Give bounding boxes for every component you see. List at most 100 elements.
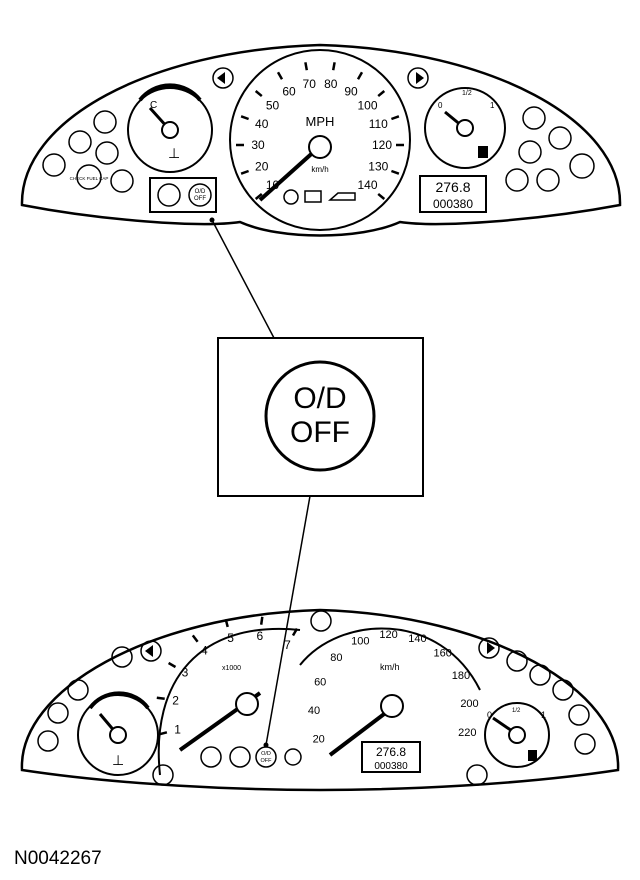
top-speedo-label: 70 (303, 77, 317, 91)
top-speedo-label: 100 (357, 98, 377, 112)
top-speedo-label: 140 (357, 178, 377, 192)
top-speedo-label: 110 (369, 117, 388, 131)
brake-bottom-icon (574, 733, 596, 755)
door-ajar-bottom-icon (111, 646, 133, 668)
check-fuel-cap-icon (76, 164, 102, 190)
low-fuel-icon (518, 140, 542, 164)
traction-control-bottom-icon (466, 764, 488, 786)
top-fuel-gauge: 0 1/2 1 (424, 87, 506, 169)
top-speedo-tick (304, 62, 309, 71)
bottom-odometer-trip: 276.8 (376, 745, 406, 759)
bottom-cruise-icon (200, 746, 222, 768)
tacho-label: 3 (182, 666, 189, 680)
bottom-speedo-label: 140 (408, 633, 426, 645)
bottom-speedo-label: 160 (434, 648, 452, 660)
bottom-shift-up-icon (229, 746, 251, 768)
callout-line2: OFF (290, 416, 350, 449)
tacho-tick (224, 618, 229, 628)
bottom-coolant-icon: ⊥ (112, 752, 124, 768)
abs-icon (95, 141, 119, 165)
coolant-temp-icon: ⊥ (168, 145, 180, 161)
top-speedo-tick (254, 90, 263, 98)
bottom-odometer: 276.8 000380 (361, 741, 421, 773)
bottom-speedo-label: 220 (458, 727, 476, 739)
top-temp-cold-mark: C (150, 100, 157, 111)
top-odometer: 276.8 000380 (419, 175, 487, 213)
bottom-speedo-label: 60 (314, 676, 326, 688)
bottom-od-off-lamp (255, 746, 277, 768)
top-odometer-trip: 276.8 (435, 179, 470, 195)
bottom-speedo-label: 20 (313, 734, 325, 746)
bottom-speedo-label: 80 (330, 652, 342, 664)
high-beam-icon (522, 106, 546, 130)
top-speedo-tick (377, 90, 386, 98)
fuel-pump-icon (478, 146, 488, 158)
bottom-left-turn-icon (140, 640, 162, 662)
high-beam-bottom-icon (310, 610, 332, 632)
tacho-tick (158, 731, 168, 736)
bottom-speedo-label: 40 (308, 705, 320, 717)
top-speedo-label: 20 (255, 159, 269, 173)
fog-lamp-icon (569, 153, 595, 179)
leader-line-top (211, 219, 275, 339)
bottom-cluster-housing (20, 608, 620, 792)
tacho-label: 6 (256, 629, 263, 643)
bottom-speedo-label: 100 (351, 636, 369, 648)
bottom-brake-icon (284, 748, 302, 766)
top-speedo-label: 10 (266, 178, 280, 192)
top-fuel-empty: 0 (438, 101, 443, 110)
check-engine-bottom-icon (37, 730, 59, 752)
oil-pressure-icon (328, 192, 356, 201)
leader-line-bottom (265, 495, 311, 746)
tacho-tick (191, 634, 199, 643)
cruise-control-icon (157, 183, 181, 207)
tacho-tick (167, 661, 177, 669)
top-speedo-tick (254, 192, 263, 200)
bottom-fuel-half: 1/2 (512, 708, 521, 714)
top-speedo-label: 90 (344, 85, 358, 99)
top-speedo-label: 120 (372, 138, 392, 152)
top-od-lamp-line1: O/D (195, 189, 206, 195)
top-speedo-tick (240, 169, 250, 175)
bottom-temp-gauge: ⊥ (77, 691, 159, 776)
battery-icon (304, 190, 322, 203)
top-left-indicators: CHECK FUEL CAP (42, 67, 234, 193)
check-engine-icon (42, 153, 66, 177)
callout-line1: O/D (293, 382, 346, 415)
top-speedo-tick (390, 115, 400, 121)
tacho-label: 2 (172, 693, 179, 707)
bottom-speedo-label: 120 (379, 629, 397, 641)
bottom-odometer-total: 000380 (374, 761, 408, 772)
bottom-fuel-pump-icon (528, 750, 537, 761)
seatbelt-icon (505, 168, 529, 192)
bottom-side-indicators (37, 610, 596, 755)
top-speedo-label: 80 (324, 77, 338, 91)
bottom-speedo-label: 200 (460, 698, 478, 710)
brake-warning-icon (283, 189, 299, 205)
top-speedo-tick (356, 71, 364, 80)
top-speedo-tick (276, 71, 284, 80)
top-temp-gauge: C ⊥ (127, 83, 213, 173)
bottom-fuel-gauge: 0 1/2 1 (484, 702, 550, 768)
top-speedo-needle (258, 146, 320, 202)
bottom-od-lamp-line2: OFF (261, 758, 273, 764)
callout-od-off-lamp (264, 360, 376, 472)
top-fuel-half: 1/2 (462, 90, 472, 97)
tacho-tick (259, 616, 264, 625)
bottom-fuel-empty: 0 (487, 710, 492, 720)
bottom-fuel-full: 1 (541, 710, 546, 720)
blank-indicator-icon (110, 169, 134, 193)
top-speedo-unit: MPH (306, 114, 335, 129)
tacho-label: 4 (201, 644, 208, 658)
left-turn-icon (212, 67, 234, 89)
low-fuel-bottom-icon (506, 650, 528, 672)
traction-control-icon (536, 168, 560, 192)
top-speedo-label: 130 (368, 159, 388, 173)
